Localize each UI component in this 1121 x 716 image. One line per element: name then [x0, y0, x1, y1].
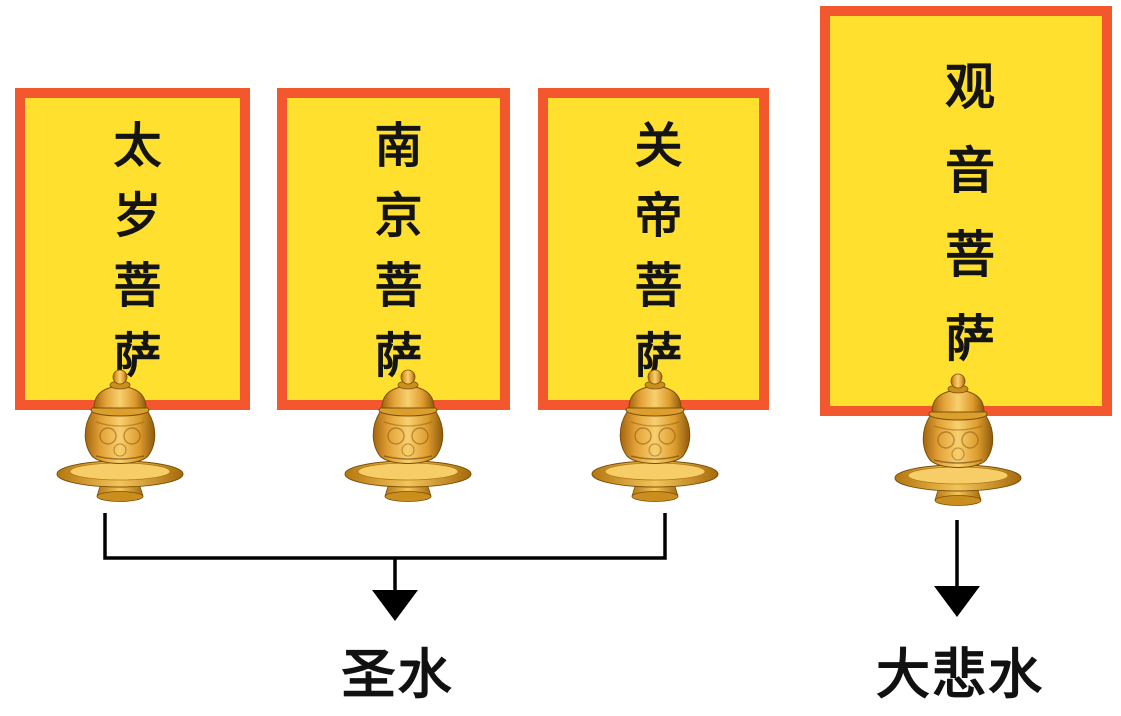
bracket-line [103, 513, 667, 560]
card-nanjing-bodhisattva: 南京菩萨 [277, 88, 510, 410]
card-label: 太岁菩萨 [104, 120, 161, 400]
card-label: 观音菩萨 [937, 60, 995, 396]
card-taisui-bodhisattva: 太岁菩萨 [15, 88, 250, 410]
card-guandi-bodhisattva: 关帝菩萨 [538, 88, 769, 410]
arrow-down-icon [934, 586, 980, 617]
offering-jar-icon [40, 364, 200, 504]
result-great-compassion-water-label: 大悲水 [876, 643, 1044, 706]
offering-jar-icon [878, 368, 1038, 508]
offering-jar-icon [575, 364, 735, 504]
offering-jar-icon [328, 364, 488, 504]
card-label: 南京菩萨 [365, 120, 422, 400]
arrow-down-icon [372, 590, 418, 621]
card-label: 关帝菩萨 [625, 120, 682, 400]
result-holy-water-label: 圣水 [341, 643, 454, 706]
card-guanyin-bodhisattva: 观音菩萨 [820, 6, 1112, 416]
